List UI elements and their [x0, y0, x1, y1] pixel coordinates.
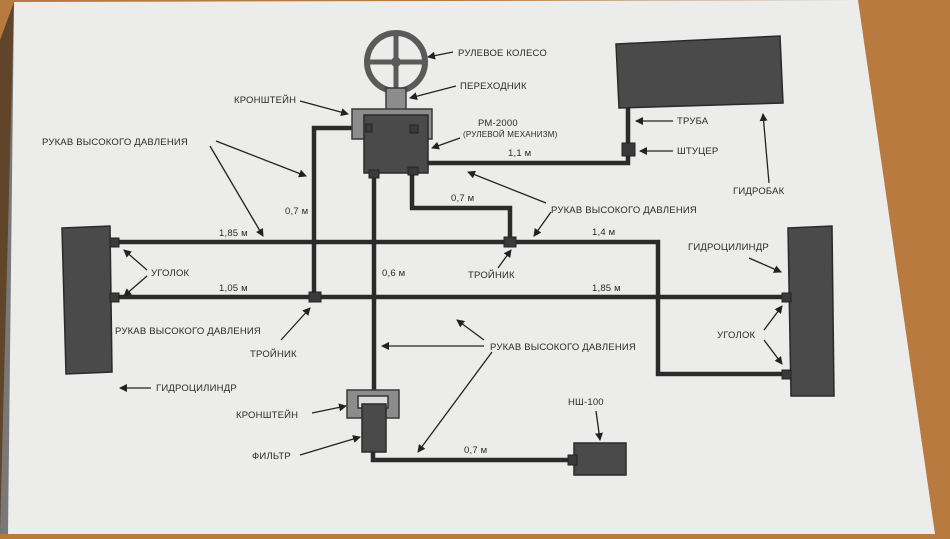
pipe-top-horizontal	[112, 239, 788, 377]
tee-left	[308, 291, 322, 303]
tee-mid	[503, 236, 517, 248]
length-1-1: 1,1 м	[508, 148, 531, 159]
pipes	[112, 108, 788, 463]
label-steering-wheel: РУЛЕВОЕ КОЛЕСО	[458, 48, 547, 59]
label-elbow-right: УГОЛОК	[717, 330, 756, 341]
label-hose-hp-left: РУКАВ ВЫСОКОГО ДАВЛЕНИЯ	[42, 137, 188, 148]
hydraulic-tank	[615, 35, 784, 109]
filter	[361, 403, 387, 453]
label-cylinder-right: ГИДРОЦИЛИНДР	[688, 242, 769, 253]
pm-port-bottom-right	[407, 166, 419, 176]
length-1-85-top: 1,85 м	[219, 228, 248, 239]
label-pump: НШ-100	[568, 397, 604, 408]
elbow-left-bottom	[109, 292, 120, 303]
pipe-pm-to-tee	[409, 170, 513, 242]
label-pipe: ТРУБА	[677, 116, 709, 127]
length-0-7-left: 0,7 м	[285, 206, 308, 217]
label-tee-mid: ТРОЙНИК	[468, 269, 515, 281]
length-1-05: 1,05 м	[219, 283, 248, 294]
pm-port-right	[409, 124, 419, 134]
tank-fitting	[621, 142, 636, 157]
leader-arrows	[119, 51, 783, 456]
label-cylinder-left: ГИДРОЦИЛИНДР	[156, 383, 237, 394]
hydraulic-cylinder-left	[61, 225, 113, 375]
label-hose-hp-bottom: РУКАВ ВЫСОКОГО ДАВЛЕНИЯ	[490, 342, 636, 353]
steering-wheel	[364, 30, 428, 94]
pipe-filter-to-pump	[370, 450, 578, 463]
labels: РУЛЕВОЕ КОЛЕСО ПЕРЕХОДНИК КРОНШТЕЙН РМ-2…	[42, 48, 785, 462]
label-tee-left: ТРОЙНИК	[250, 348, 297, 360]
label-hose-hp-left2: РУКАВ ВЫСОКОГО ДАВЛЕНИЯ	[115, 326, 261, 337]
steering-mechanism-pm2000	[363, 114, 429, 174]
pipe-left-vertical	[311, 125, 365, 297]
length-0-6: 0,6 м	[382, 268, 405, 279]
pm-port-left	[365, 123, 373, 133]
label-adapter: ПЕРЕХОДНИК	[460, 81, 527, 92]
length-0-7-bottom: 0,7 м	[464, 445, 487, 456]
label-tank: ГИДРОБАК	[733, 186, 785, 197]
length-1-4: 1,4 м	[592, 227, 615, 238]
hydraulic-cylinder-right	[787, 225, 835, 397]
length-1-85-bottom: 1,85 м	[592, 283, 621, 294]
label-fitting: ШТУЦЕР	[677, 146, 718, 157]
length-0-7-top: 0,7 м	[451, 193, 474, 204]
elbow-right-top	[781, 292, 792, 303]
paper-sheet	[0, 0, 935, 534]
label-bracket-bottom: КРОНШТЕЙН	[236, 409, 298, 421]
label-bracket-top: КРОНШТЕЙН	[234, 94, 296, 106]
pm-port-bottom-left	[368, 169, 380, 179]
label-filter: ФИЛЬТР	[252, 451, 291, 462]
label-pm2000-sub: (РУЛЕВОЙ МЕХАНИЗМ)	[463, 130, 558, 139]
pipe-pm-to-tank	[428, 108, 631, 166]
elbow-right-bottom	[781, 369, 792, 380]
pump-nsh100	[573, 442, 627, 476]
label-elbow-left: УГОЛОК	[151, 268, 190, 279]
label-pm2000: РМ-2000	[478, 118, 518, 129]
length-labels: 1,1 м 0,7 м 0,7 м 1,85 м 1,4 м 0,6 м 1,0…	[219, 148, 621, 456]
elbow-left-top	[109, 237, 120, 248]
label-hose-hp-mid: РУКАВ ВЫСОКОГО ДАВЛЕНИЯ	[551, 205, 697, 216]
paper-shadow-left	[0, 2, 14, 534]
pump-port	[567, 454, 578, 466]
